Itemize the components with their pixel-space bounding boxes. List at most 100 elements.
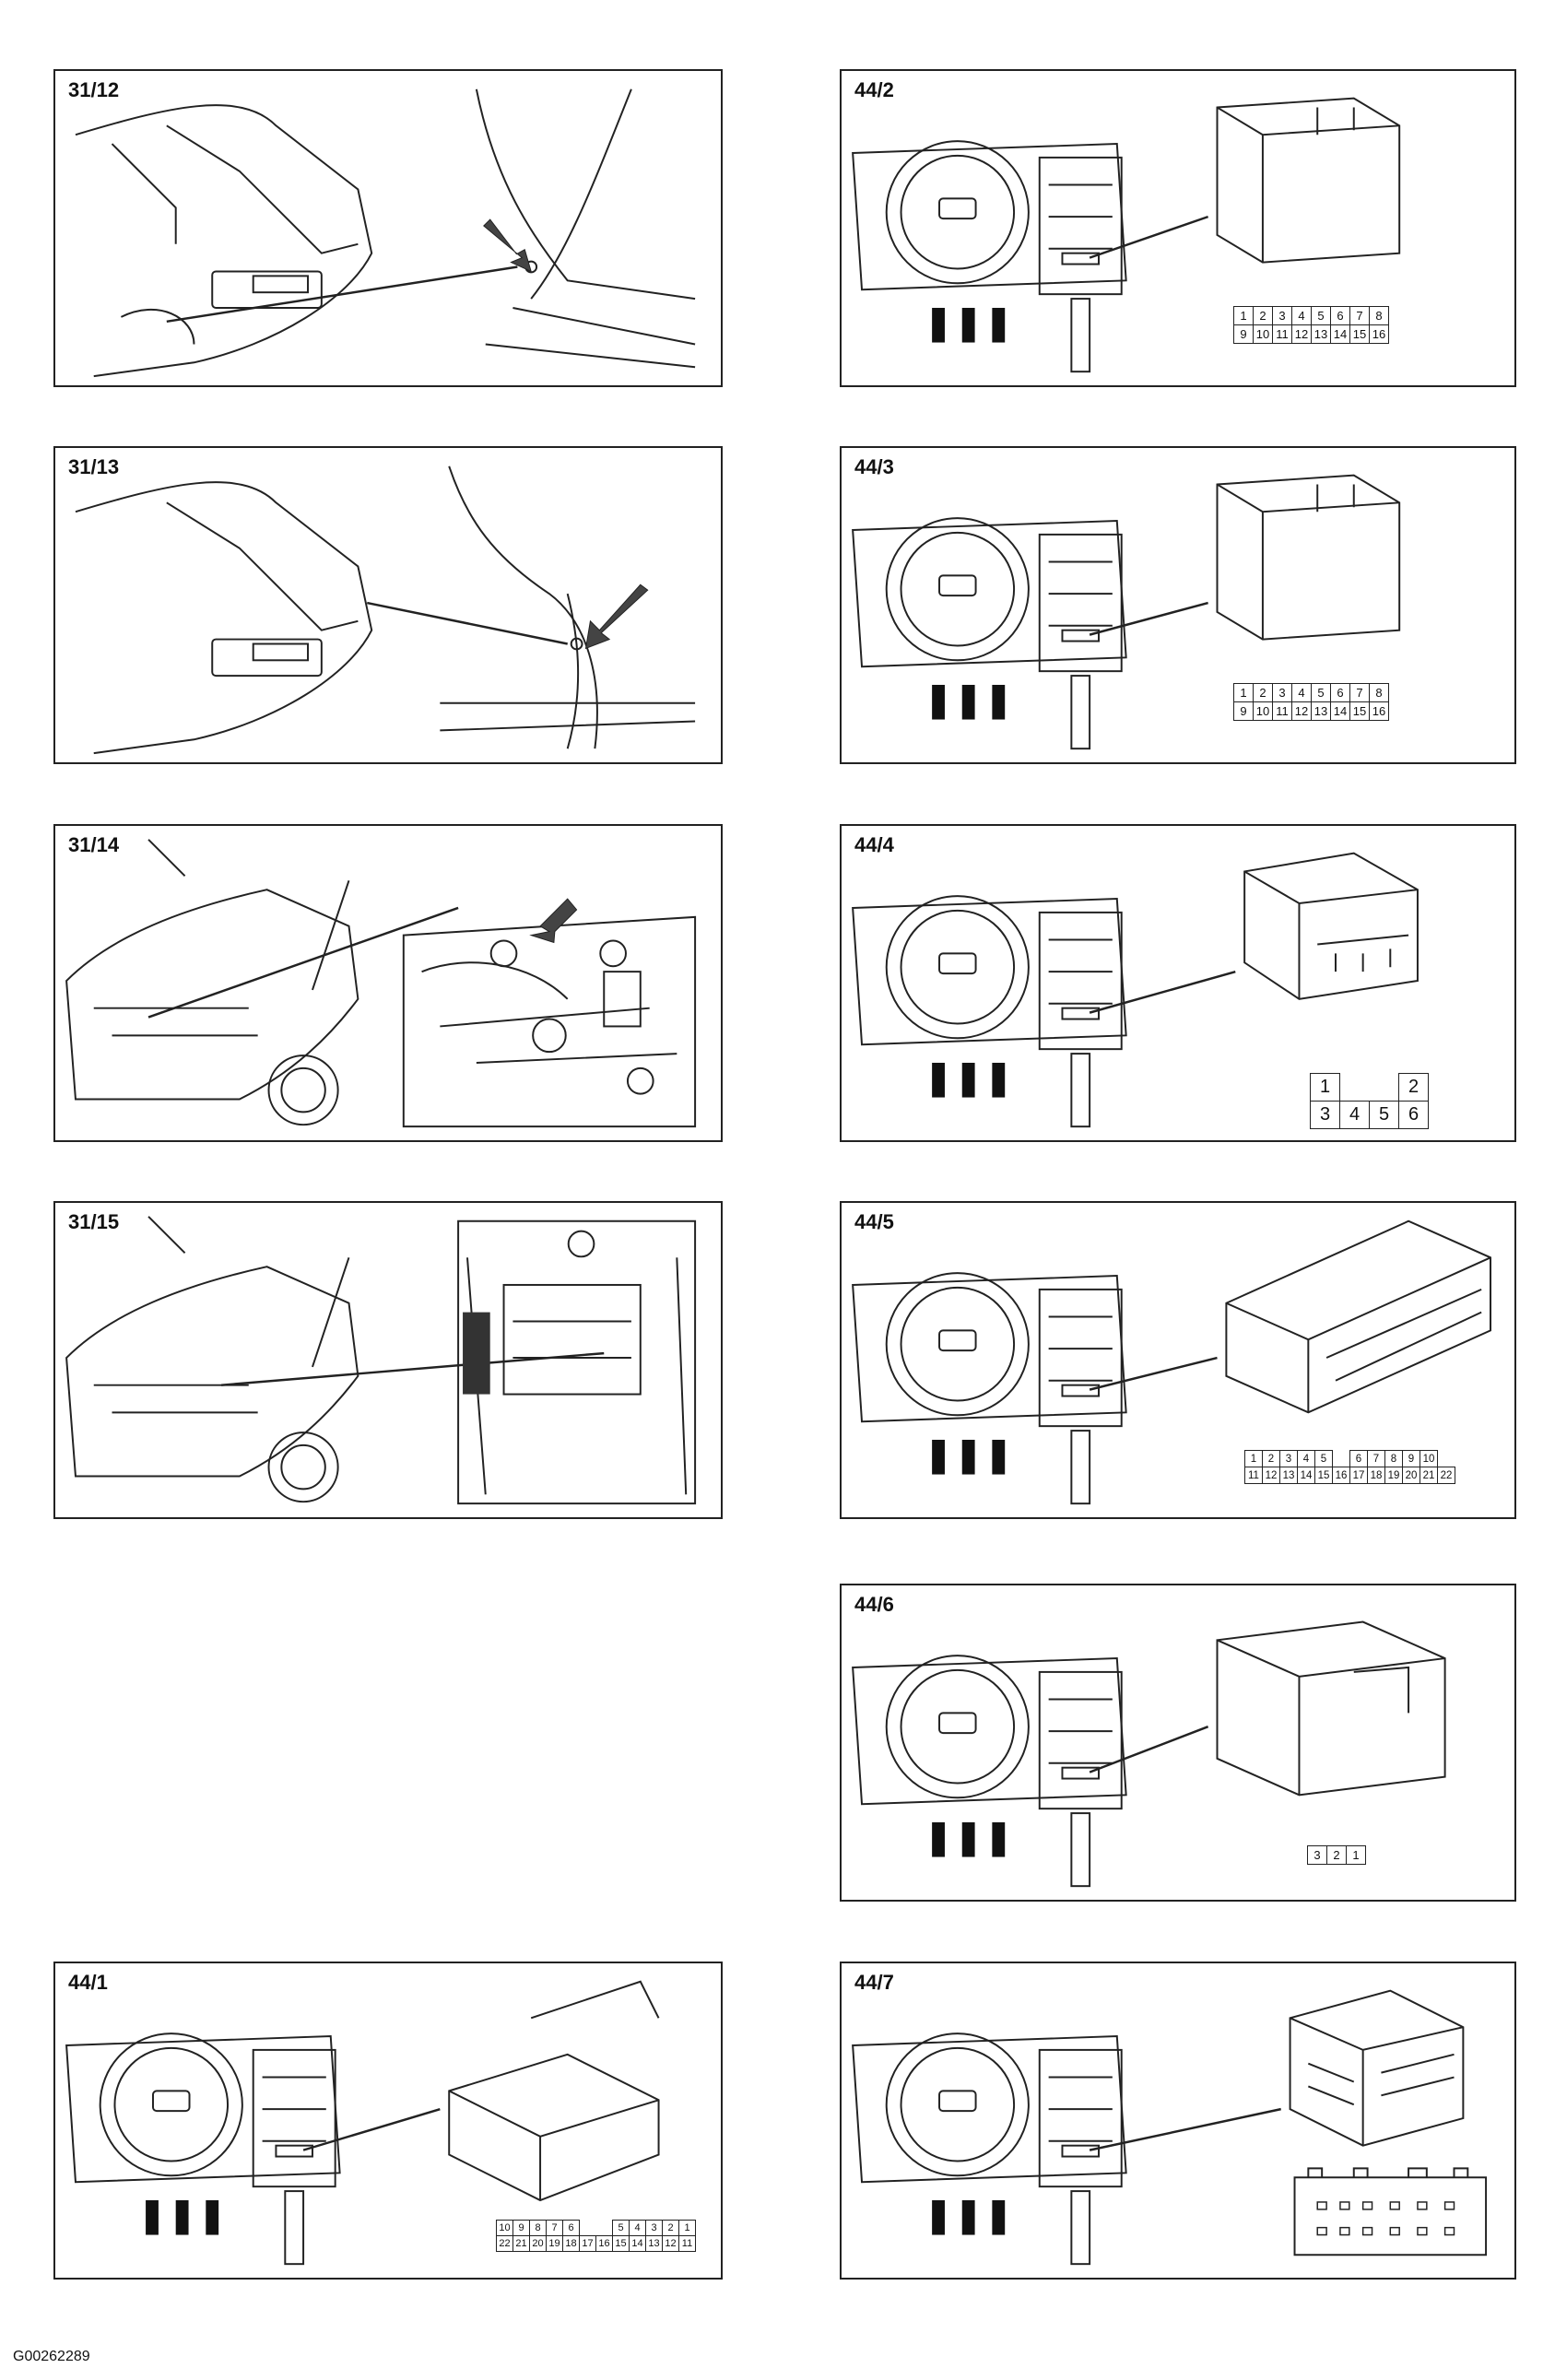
pin-number: 14 [629,2235,646,2252]
pin-number: 8 [529,2220,547,2236]
pin-number: 4 [1291,306,1312,325]
pin-number: 16 [595,2235,613,2252]
pin-number: 7 [1349,683,1370,702]
pin-number: 21 [1420,1467,1438,1484]
pin-number: 16 [1369,324,1389,344]
panel-label: 44/1 [68,1971,108,1994]
pin-number: 13 [1311,324,1331,344]
pin-number: 15 [612,2235,630,2252]
pin-number: 5 [612,2220,630,2236]
pin-number: 9 [1233,701,1254,721]
pin-number: 1 [678,2220,696,2236]
pin-number: 14 [1330,701,1350,721]
pin-number: 19 [1384,1467,1403,1484]
dashboard-connector-illustration [852,1989,1488,2266]
pin-number: 4 [629,2220,646,2236]
pin-number: 9 [1402,1450,1420,1467]
pin-number: 4 [1291,683,1312,702]
panel-label: 44/5 [854,1210,894,1233]
diagram-panel-31-15: 31/15 [53,1201,723,1519]
pin-number: 16 [1332,1467,1350,1484]
pin-number: 3 [645,2220,663,2236]
diagram-panel-44-7: 44/7 [840,1962,1516,2280]
pin-number: 20 [1402,1467,1420,1484]
pin-number: 1 [1233,683,1254,702]
pin-number: 7 [1349,306,1370,325]
pin-number: 6 [1349,1450,1368,1467]
pin-number: 22 [1437,1467,1455,1484]
panel-label: 44/3 [854,455,894,478]
rear-car-grommet-illustration [75,465,696,755]
pin-number: 12 [1262,1467,1280,1484]
pin-number: 8 [1369,683,1389,702]
pin-number: 3 [1279,1450,1298,1467]
pin-number: 11 [678,2235,696,2252]
pin-number: 10 [496,2220,513,2236]
pin-number: 1 [1244,1450,1263,1467]
pin-number [580,2221,596,2236]
pin-number: 5 [1311,306,1331,325]
pin-number: 6 [562,2220,580,2236]
pin-number: 2 [1253,306,1273,325]
pin-number: 12 [662,2235,679,2252]
pin-number: 13 [645,2235,663,2252]
pin-number: 8 [1369,306,1389,325]
pin-number: 10 [1253,324,1273,344]
dashboard-connector-illustration [852,1219,1492,1505]
pin-number: 21 [512,2235,530,2252]
rear-car-grommet-illustration [75,88,696,378]
pin-number: 1 [1310,1073,1340,1102]
pin-number: 14 [1330,324,1350,344]
pin-number: 22 [496,2235,513,2252]
pin-number: 3 [1310,1101,1340,1129]
dashboard-connector-illustration [852,474,1401,750]
pin-number: 15 [1349,324,1370,344]
pin-number: 1 [1233,306,1254,325]
dashboard-connector-illustration [852,852,1419,1128]
pin-number: 5 [1311,683,1331,702]
battery-compartment-illustration [65,1216,697,1505]
dashboard-connector-illustration [852,1620,1446,1888]
diagram-panel-31-13: 31/13 [53,446,723,764]
engine-bay-illustration [65,839,697,1128]
pin-number [1370,1074,1399,1102]
diagram-panel-31-12: 31/12 [53,69,723,387]
pin-number: 17 [579,2235,596,2252]
pin-number: 19 [546,2235,563,2252]
pin-number: 16 [1369,701,1389,721]
panel-label: 44/4 [854,833,894,856]
pin-number: 6 [1330,683,1350,702]
pin-number: 7 [546,2220,563,2236]
pin-number: 2 [1262,1450,1280,1467]
panel-label: 44/7 [854,1971,894,1994]
pin-number: 5 [1314,1450,1333,1467]
dashboard-connector-illustration [852,97,1401,373]
pin-number: 2 [1398,1073,1429,1102]
pin-number: 10 [1420,1450,1438,1467]
panel-label: 44/2 [854,78,894,101]
pin-number: 11 [1272,701,1292,721]
pin-number: 4 [1297,1450,1315,1467]
pin-number: 15 [1349,701,1370,721]
pin-number: 20 [529,2235,547,2252]
pin-number: 12 [1291,324,1312,344]
pin-number: 4 [1339,1101,1370,1129]
panel-label: 31/13 [68,455,120,478]
pin-number: 18 [1367,1467,1385,1484]
pin-number: 14 [1297,1467,1315,1484]
panel-label: 31/12 [68,78,120,101]
pin-number [1333,1451,1350,1467]
panel-label: 31/14 [68,833,120,856]
pin-number: 18 [562,2235,580,2252]
pin-number: 7 [1367,1450,1385,1467]
figure-code: G00262289 [13,2349,90,2364]
